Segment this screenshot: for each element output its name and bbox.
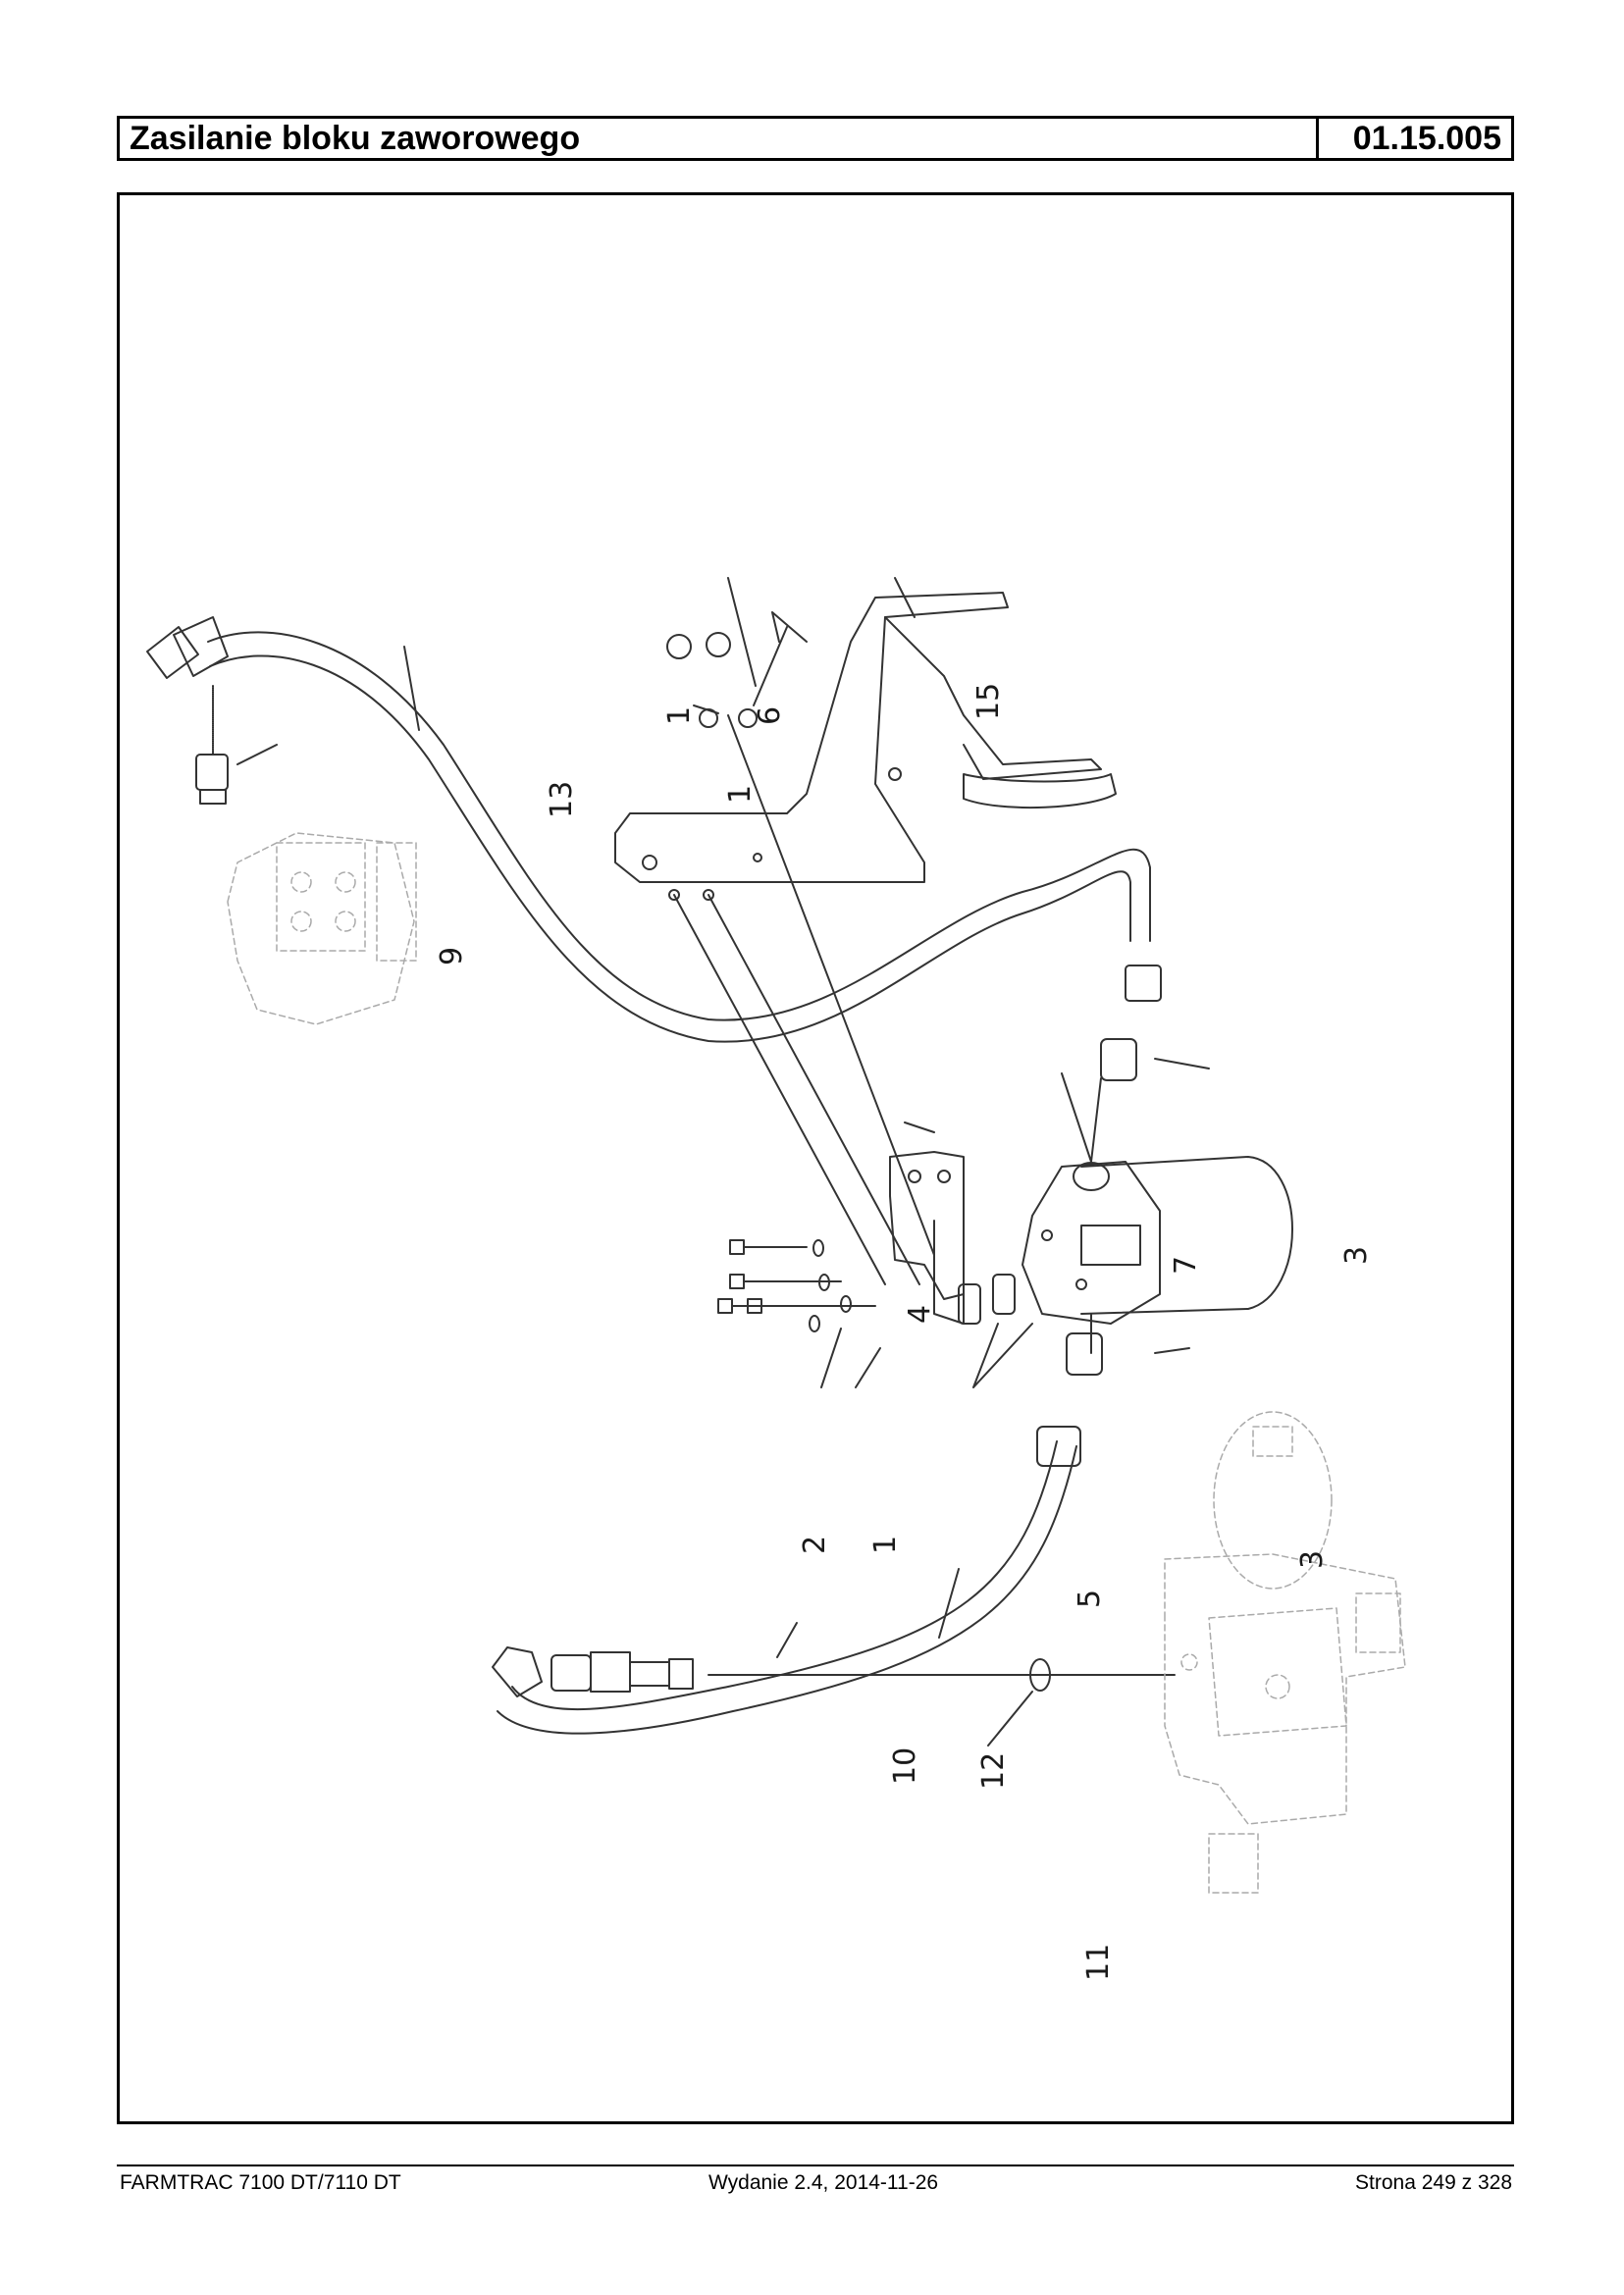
footer-page: Strona 249 z 328	[1355, 2171, 1512, 2194]
callout-label: 4	[903, 1305, 937, 1324]
exploded-view-drawing: 1 1 1 2 3 3 4 5 6 7 9 10 11 12 13 15	[146, 577, 1406, 1981]
callout-label: 11	[1081, 1944, 1116, 1981]
callout-label: 1	[723, 785, 758, 804]
drawing-frame: 1 1 1 2 3 3 4 5 6 7 9 10 11 12 13 15	[117, 192, 1514, 2124]
callout-label: 3	[1295, 1550, 1330, 1569]
callout-labels: 1 1 1 2 3 3 4 5 6 7 9 10 11 12 13 15	[435, 683, 1374, 1981]
callout-label: 13	[545, 781, 579, 818]
callout-label: 2	[798, 1536, 832, 1554]
callout-label: 12	[976, 1752, 1011, 1790]
page-title: Zasilanie bloku zaworowego	[120, 119, 1319, 158]
callout-label: 5	[1073, 1590, 1107, 1608]
section-code: 01.15.005	[1352, 120, 1501, 157]
footer-rule	[117, 2165, 1514, 2166]
callout-label: 10	[888, 1747, 922, 1785]
footer-model: FARMTRAC 7100 DT/7110 DT	[120, 2171, 401, 2194]
callout-label: 9	[435, 947, 469, 965]
callout-label: 7	[1169, 1256, 1203, 1275]
callout-label: 6	[753, 706, 787, 725]
callout-label: 1	[662, 706, 697, 725]
callout-label: 3	[1339, 1246, 1374, 1265]
callout-label: 1	[868, 1536, 903, 1554]
callout-label: 15	[971, 683, 1006, 720]
page-header: Zasilanie bloku zaworowego 01.15.005	[117, 116, 1514, 161]
footer-edition: Wydanie 2.4, 2014-11-26	[708, 2171, 939, 2194]
